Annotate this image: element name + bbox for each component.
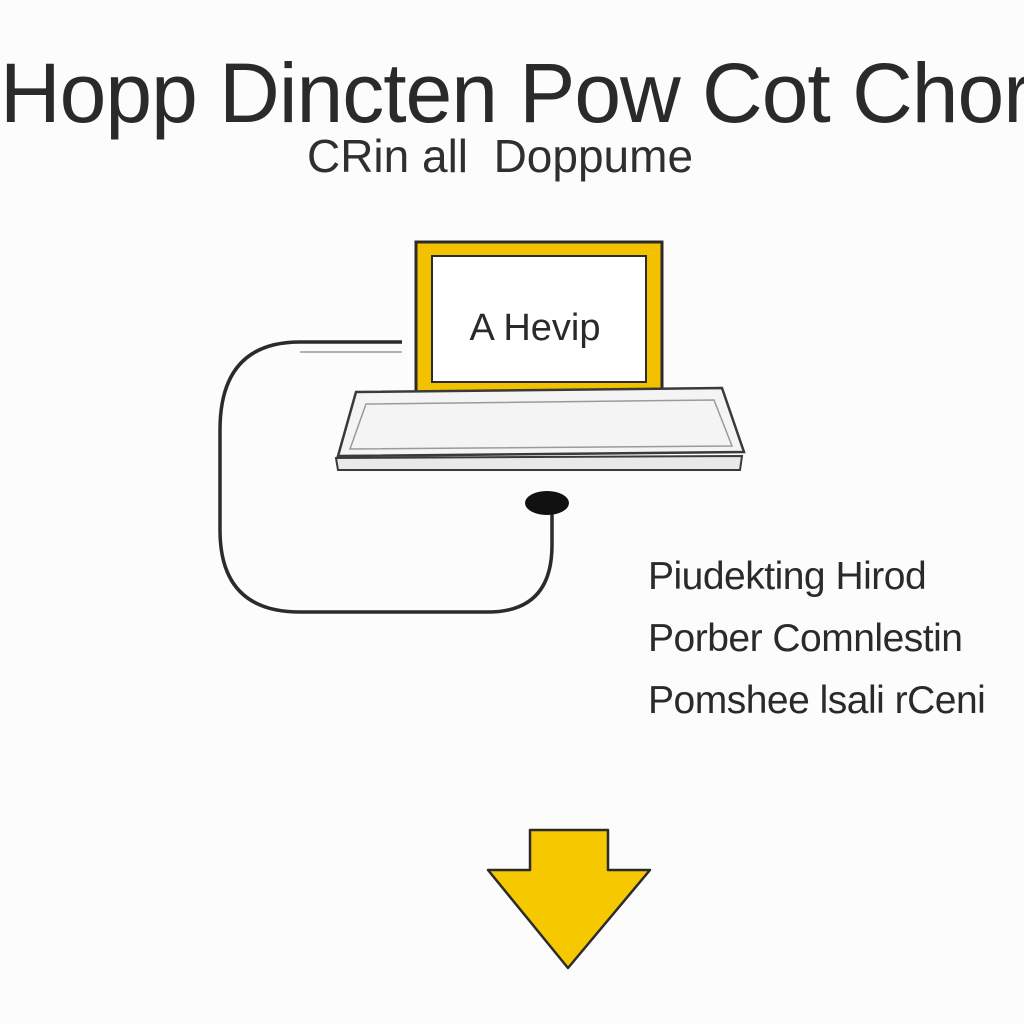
list-item: Pomshee lsali rCeni <box>648 679 986 722</box>
screen-label: A Hevip <box>470 307 601 349</box>
arrow-down-icon <box>486 828 652 970</box>
laptop-icon <box>334 240 746 471</box>
diagram-subtitle: CRin all Doppume <box>306 130 694 182</box>
cable-icon <box>218 340 569 614</box>
list-item: Piudekting Hirod <box>648 555 927 598</box>
side-list: Piudekting Hirod Porber Comnlestin Pomsh… <box>648 546 1018 732</box>
diagram-title: Hopp Dincten Pow Cot Chor <box>0 46 1024 140</box>
list-item: Porber Comnlestin <box>648 617 963 660</box>
cable-plug-icon <box>525 491 569 515</box>
